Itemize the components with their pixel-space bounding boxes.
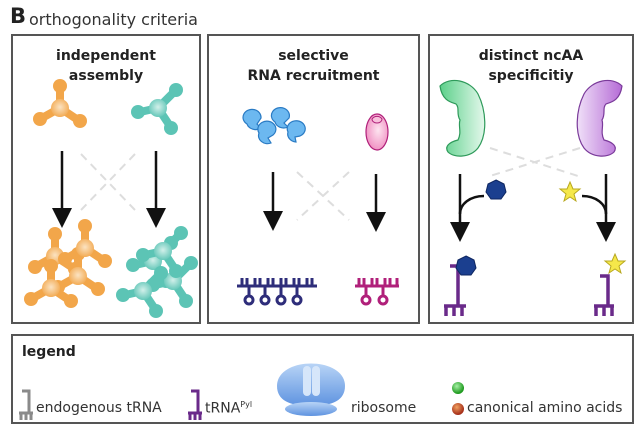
panel-title: independent assembly: [13, 46, 199, 86]
charged-trna-right: [594, 252, 627, 316]
blocked-crossover-lines: [296, 171, 350, 221]
panel-title-line2: specificitiy: [488, 68, 574, 84]
purple-trna-icon: [188, 389, 202, 420]
panel-graphic: [237, 107, 399, 306]
blue-multisubunit-protein: [242, 107, 306, 145]
red-amino-acid-icon: [452, 403, 464, 415]
legend-label-endogenous-trna: endogenous tRNA: [36, 400, 162, 416]
legend-label-trna-pyl: tRNAPyl: [205, 400, 252, 417]
yellow-ncaa-star-icon: [558, 180, 582, 203]
ncaa-join-curve-left: [458, 194, 485, 215]
yellow-ncaa-star-icon: [603, 252, 627, 275]
panel-independent-assembly: independent assembly: [11, 34, 201, 324]
orange-protein-subunit: [33, 79, 87, 128]
legend-graphics: [19, 363, 464, 420]
trna-pyl-label: tRNA: [205, 400, 241, 417]
panel-selective-rna-recruitment: selective RNA recruitment: [207, 34, 420, 324]
purple-synthetase-enzyme: [576, 79, 623, 157]
panel-title: selective RNA recruitment: [209, 46, 418, 86]
grey-trna-icon: [19, 389, 33, 420]
orange-assembled-complex: [24, 219, 112, 308]
panel-title: distinct ncAA specificitiy: [430, 46, 632, 86]
ribosome-icon: [277, 363, 345, 416]
panel-title-line1: distinct ncAA: [478, 48, 584, 64]
blocked-crossover-lines: [80, 153, 136, 211]
panel-title-line2: RNA recruitment: [247, 68, 380, 84]
green-synthetase-enzyme: [439, 79, 486, 157]
magenta-rna-scaffold: [355, 278, 399, 306]
blocked-crossover-lines: [489, 147, 581, 177]
panel-title-line2: assembly: [68, 68, 144, 84]
teal-protein-subunit: [131, 83, 183, 135]
teal-assembled-complex: [116, 226, 198, 318]
legend-label-canonical-amino-acids: canonical amino acids: [467, 400, 623, 416]
figure-title: orthogonality criteria: [29, 10, 198, 29]
legend-box: legend endogenous tRNA tRNAPyl ribosome …: [11, 334, 634, 424]
panel-graphic: [13, 36, 203, 326]
panel-distinct-ncaa-specificity: distinct ncAA specificitiy: [428, 34, 634, 324]
blue-ncaa-heptagon-icon: [485, 179, 507, 200]
dark-blue-rna-scaffold: [237, 278, 317, 306]
figure-label: B: [10, 4, 27, 28]
panel-title-line1: selective: [278, 48, 349, 64]
panel-title-line1: independent: [56, 48, 156, 64]
green-amino-acid-icon: [452, 382, 464, 394]
legend-title: legend: [22, 344, 76, 360]
panel-graphic: [439, 79, 627, 316]
blue-ncaa-heptagon-icon: [455, 255, 477, 276]
trna-pyl-superscript: Pyl: [240, 400, 253, 409]
charged-trna-left: [444, 255, 477, 316]
pink-oval-protein: [365, 113, 389, 151]
ncaa-join-curve-right: [581, 194, 608, 215]
legend-label-ribosome: ribosome: [351, 400, 417, 416]
